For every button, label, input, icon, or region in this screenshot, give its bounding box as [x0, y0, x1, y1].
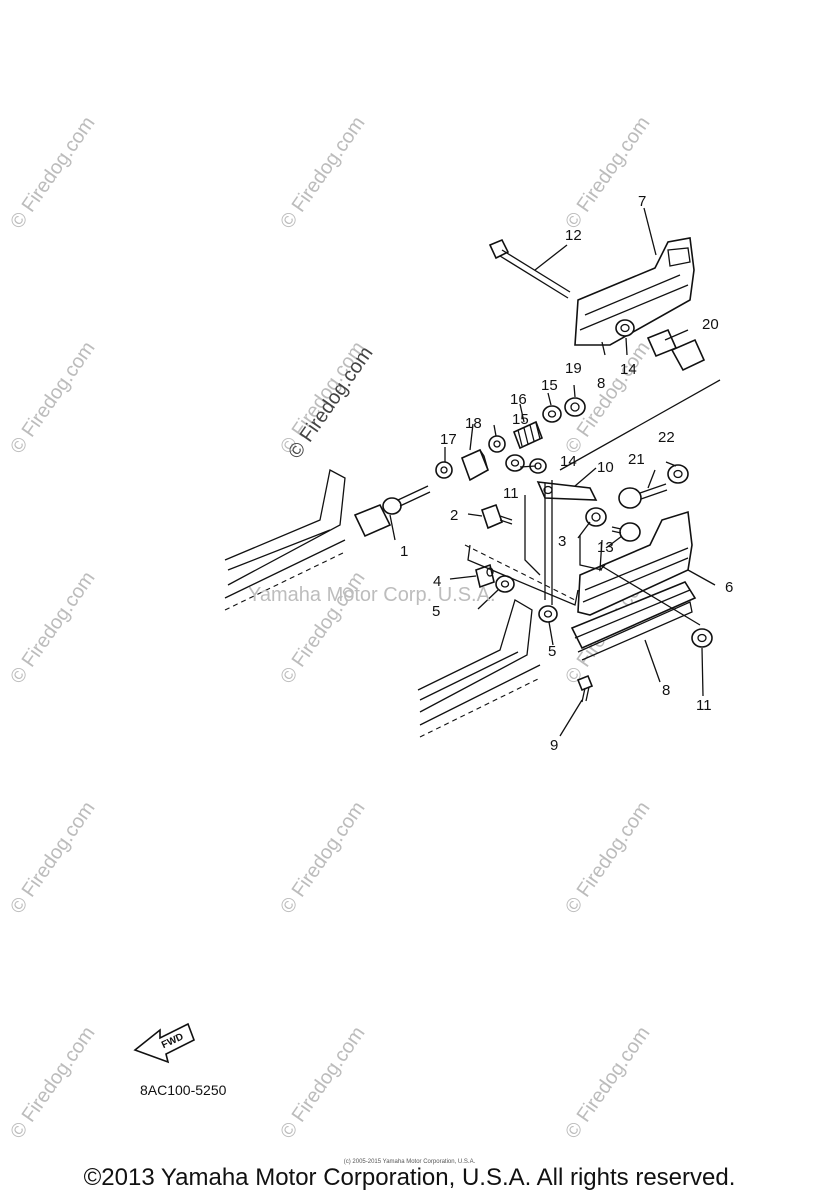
callout-number: 19 — [565, 360, 582, 377]
shaft-part-1 — [353, 485, 431, 538]
callout-number: 11 — [503, 485, 519, 502]
nut-part-15-lower — [488, 435, 506, 453]
callout-layer: 1234556788910111112131414151516171819202… — [400, 193, 733, 754]
rail-part-8-lower — [570, 581, 697, 661]
watermark-text: © Firedog.com — [561, 798, 654, 918]
bolt-part-21 — [618, 483, 668, 509]
nut-part-11-upper — [505, 454, 525, 472]
callout-number: 1 — [400, 543, 408, 560]
bracket-part-6 — [577, 510, 693, 616]
spring-part-16 — [512, 420, 544, 450]
callout-number: 6 — [725, 579, 733, 596]
collar-part-3 — [585, 507, 607, 527]
callout-number: 15 — [541, 377, 558, 394]
watermark-layer: © Firedog.com © Firedog.com © Firedog.com ©… — [6, 113, 654, 1143]
callout-number: 13 — [597, 539, 614, 556]
nut-part-11-lower — [691, 628, 713, 648]
callout-number: 10 — [597, 459, 614, 476]
center-watermark: Yamaha Motor Corp. U.S.A. — [248, 584, 496, 606]
callout-number: 5 — [432, 603, 440, 620]
callout-number: 7 — [638, 193, 646, 210]
callout-number: 5 — [548, 643, 556, 660]
callout-number: 8 — [662, 682, 670, 699]
callout-number: 14 — [620, 361, 637, 378]
screw-part-9 — [576, 674, 594, 703]
callout-number: 20 — [702, 316, 719, 333]
watermark-text: © Firedog.com — [276, 1023, 369, 1143]
callout-number: 17 — [440, 431, 457, 448]
leader-lines — [389, 207, 721, 737]
bolt-part-2 — [480, 503, 513, 530]
callout-number: 18 — [465, 415, 482, 432]
callout-number: 3 — [558, 533, 566, 550]
callout-number: 11 — [696, 697, 712, 714]
bolt-part-13 — [611, 522, 641, 542]
watermark-text: © Firedog.com — [276, 113, 369, 233]
callout-number: 9 — [550, 737, 558, 754]
callout-number: 14 — [560, 453, 577, 470]
callout-number: 8 — [597, 375, 605, 392]
watermark-text: © Firedog.com — [561, 113, 654, 233]
left-lower-rail — [417, 599, 541, 738]
callout-number: 16 — [510, 391, 527, 408]
watermark-text: © Firedog.com — [6, 1023, 99, 1143]
callout-number: 12 — [565, 227, 582, 244]
nut-part-15-upper — [542, 405, 562, 423]
callout-number: 21 — [628, 451, 645, 468]
collar-part-19 — [564, 397, 586, 417]
block-part-18 — [460, 448, 490, 482]
nut-part-22 — [667, 464, 689, 484]
watermark-text: © Firedog.com — [276, 798, 369, 918]
left-upper-rail — [224, 469, 346, 611]
part-code: 8AC100-5250 — [140, 1082, 227, 1098]
copyright-notice: ©2013 Yamaha Motor Corporation, U.S.A. A… — [83, 1164, 736, 1191]
callout-number: 15 — [512, 411, 529, 428]
fwd-arrow-icon: FWD — [133, 1022, 196, 1064]
callout-number: 22 — [658, 429, 675, 446]
nut-part-5-right — [538, 605, 558, 623]
nut-part-17 — [435, 461, 453, 479]
bracket-part-7 — [574, 237, 695, 346]
tiny-copyright: (c) 2005-2015 Yamaha Motor Corporation, … — [343, 1159, 476, 1165]
callout-number: 4 — [433, 573, 441, 590]
watermark-text: © Firedog.com — [6, 568, 99, 688]
lever-part-10 — [536, 481, 598, 501]
pin-part-20 — [646, 328, 706, 372]
watermark-text: © Firedog.com — [6, 338, 99, 458]
watermark-text-dark: © Firedog.com — [284, 343, 377, 463]
watermark-text: © Firedog.com — [561, 1023, 654, 1143]
callout-number: 2 — [450, 507, 458, 524]
washer-part-14-upper — [615, 319, 635, 337]
watermark-text: © Firedog.com — [6, 798, 99, 918]
watermark-text: © Firedog.com — [6, 113, 99, 233]
bolt-part-12 — [488, 238, 571, 299]
